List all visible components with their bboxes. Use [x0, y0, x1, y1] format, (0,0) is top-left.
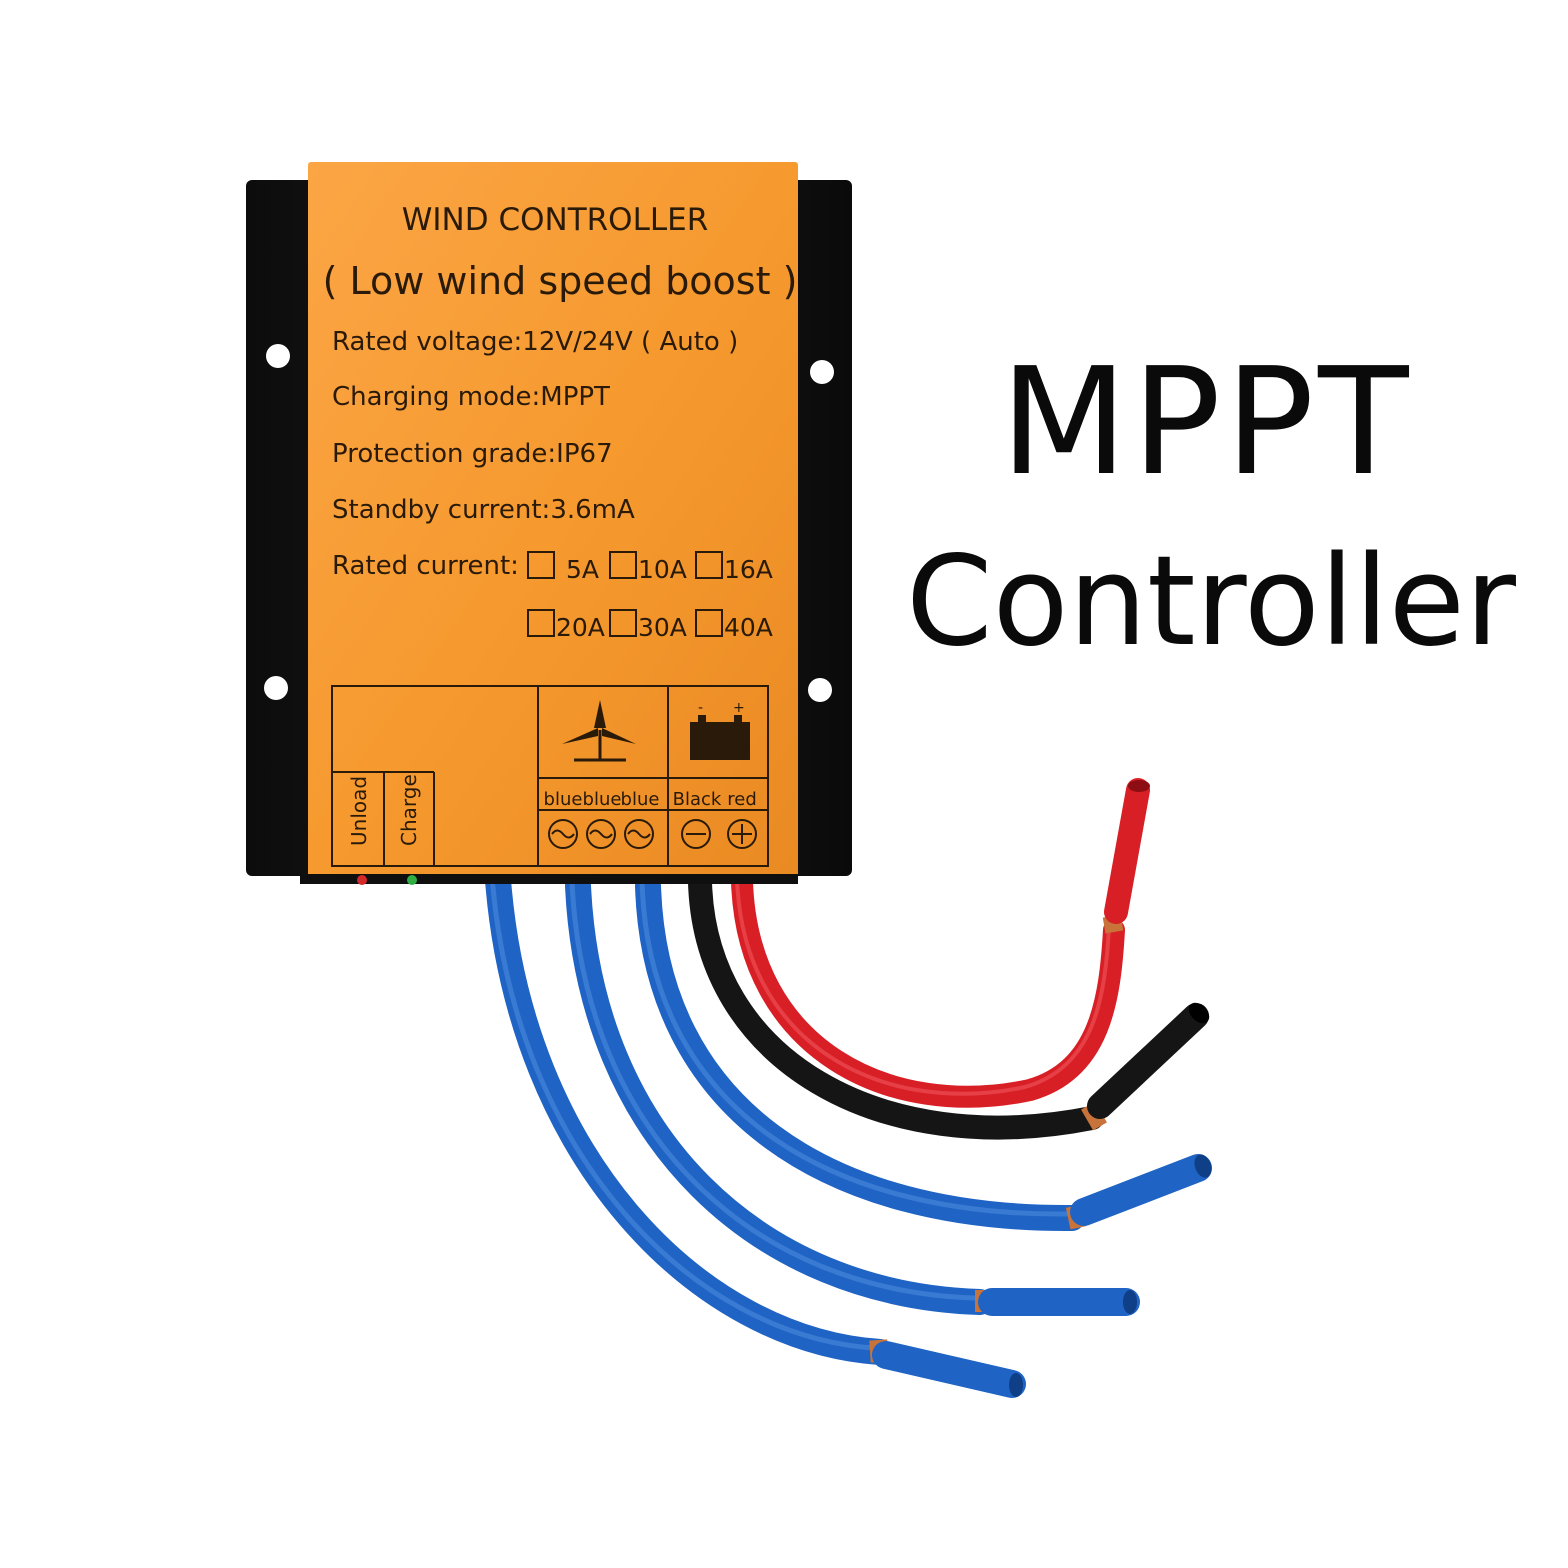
checkbox-30a: [609, 609, 637, 637]
caption-controller: Controller: [906, 530, 1516, 674]
ac-symbol-3: [624, 819, 654, 849]
caption-mppt: MPPT: [1000, 336, 1413, 508]
current-option-20a: 20A: [556, 613, 605, 642]
controller-housing: WIND CONTROLLER ( Low wind speed boost )…: [246, 162, 852, 885]
terminal-block: [331, 685, 769, 867]
led-unload: [357, 875, 367, 885]
mount-hole-bottom-left: [264, 676, 288, 700]
led-charge: [407, 875, 417, 885]
current-option-10a: 10A: [638, 555, 687, 584]
current-option-30a: 30A: [638, 613, 687, 642]
terminal-label-black: Black: [673, 789, 722, 810]
plus-symbol: [727, 819, 757, 849]
svg-text:-: -: [698, 700, 703, 716]
label-title: WIND CONTROLLER: [402, 202, 709, 238]
terminal-label-blue-1: blue: [544, 789, 583, 810]
rated-current-label: Rated current:: [332, 551, 519, 581]
battery-icon: - +: [690, 700, 750, 760]
wire-harness: [485, 778, 1212, 1398]
checkbox-10a: [609, 551, 637, 579]
black-sleeve: [1087, 1003, 1209, 1119]
blue-sleeve-1: [872, 1341, 1026, 1398]
terminal-label-red: red: [727, 789, 757, 810]
label-panel: [308, 162, 798, 878]
charging-mode: Charging mode:MPPT: [332, 382, 610, 412]
mount-hole-bottom-right: [808, 678, 832, 702]
checkbox-5a: [527, 551, 555, 579]
mount-hole-top-left: [266, 344, 290, 368]
current-option-16a: 16A: [724, 555, 773, 584]
protection-grade: Protection grade:IP67: [332, 439, 613, 469]
current-option-40a: 40A: [724, 613, 773, 642]
minus-symbol: [681, 819, 711, 849]
red-wire: [731, 871, 1125, 1108]
indicator-charge: Charge: [397, 774, 421, 846]
terminal-label-blue-3: blue: [621, 789, 660, 810]
black-wire: [688, 870, 1104, 1140]
indicator-unload: Unload: [347, 776, 371, 846]
rated-voltage: Rated voltage:12V/24V ( Auto ): [332, 327, 738, 357]
checkbox-40a: [695, 609, 723, 637]
wind-turbine-icon: [562, 700, 636, 762]
current-option-5a: 5A: [566, 555, 599, 584]
standby-current: Standby current:3.6mA: [332, 495, 635, 525]
label-subtitle: ( Low wind speed boost ): [323, 259, 798, 303]
ac-symbol-1: [548, 819, 578, 849]
current-options: [527, 551, 723, 637]
terminal-label-blue-2: blue: [583, 789, 622, 810]
red-sleeve: [1104, 778, 1150, 924]
terminal-symbols: [548, 819, 757, 849]
checkbox-16a: [695, 551, 723, 579]
ac-symbol-2: [586, 819, 616, 849]
checkbox-20a: [527, 609, 555, 637]
blue-sleeve-3: [1070, 1154, 1212, 1226]
housing-bottom-edge: [300, 874, 798, 884]
mount-hole-top-right: [810, 360, 834, 384]
svg-text:+: +: [733, 700, 745, 716]
